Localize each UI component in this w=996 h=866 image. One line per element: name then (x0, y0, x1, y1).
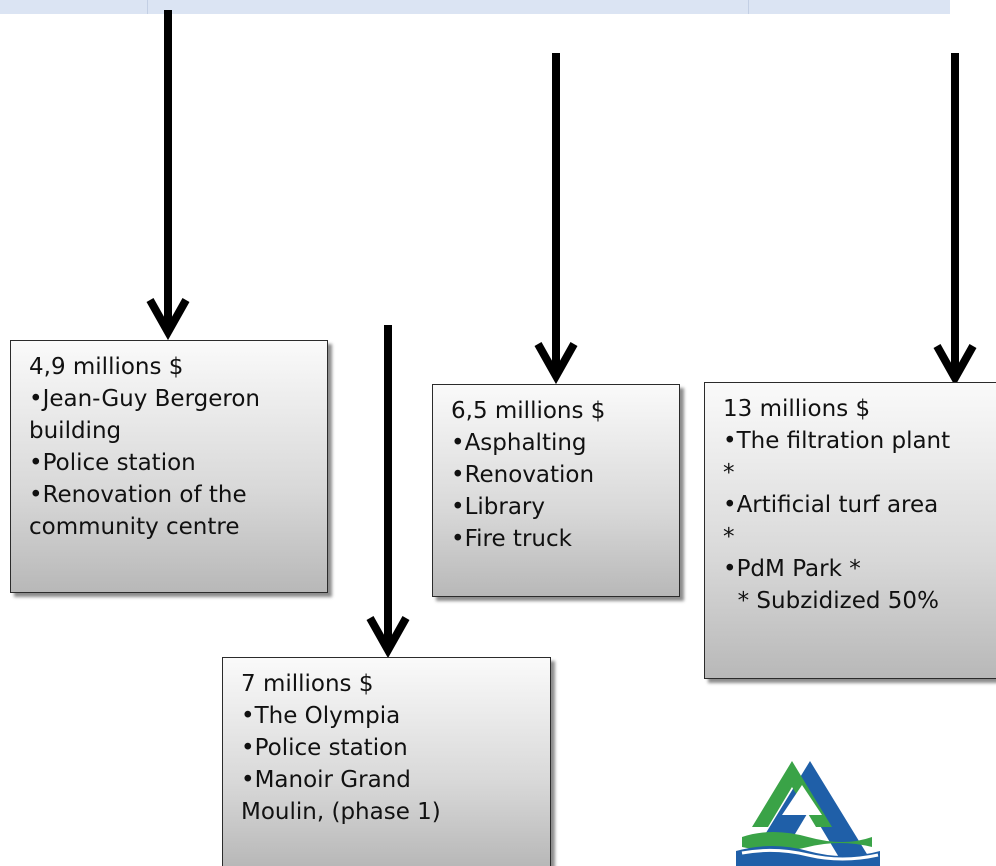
header-divider (748, 0, 749, 14)
down-arrow-icon (146, 10, 190, 341)
municipal-logo-icon (736, 761, 880, 866)
funding-box-6-5-millions: 6,5 millions $ •Asphalting •Renovation •… (432, 384, 680, 597)
box-item: •The filtration plant (723, 428, 951, 454)
box-item: •The Olympia (241, 703, 401, 729)
box-item: * Subzidized 50% (723, 588, 939, 614)
box-item: Moulin, (phase 1) (241, 799, 441, 825)
box-item: •Library (451, 494, 545, 520)
top-header-band (0, 0, 950, 14)
box-item: * (723, 524, 735, 550)
box-item: •Renovation of the (29, 482, 247, 508)
down-arrow-icon (933, 53, 977, 387)
box-item: * (723, 460, 735, 486)
box-item: •PdM Park * (723, 556, 861, 582)
box-item: community centre (29, 514, 240, 540)
header-divider (147, 0, 148, 14)
box-item: building (29, 418, 122, 444)
funding-box-4-9-millions: 4,9 millions $ •Jean-Guy Bergeron buildi… (10, 340, 328, 593)
box-item: •Fire truck (451, 526, 572, 552)
funding-box-13-millions: 13 millions $ •The filtration plant * •A… (704, 382, 996, 679)
box-item: •Police station (29, 450, 196, 476)
box-item: •Jean-Guy Bergeron (29, 386, 260, 412)
box-amount: 4,9 millions $ (29, 354, 184, 380)
box-item: •Artificial turf area (723, 492, 939, 518)
box-amount: 7 millions $ (241, 671, 374, 697)
box-amount: 13 millions $ (723, 396, 871, 422)
box-item: •Asphalting (451, 430, 587, 456)
box-item: •Police station (241, 735, 408, 761)
down-arrow-icon (534, 53, 578, 385)
box-item: •Manoir Grand (241, 767, 411, 793)
funding-box-7-millions: 7 millions $ •The Olympia •Police statio… (222, 657, 551, 866)
down-arrow-icon (366, 325, 410, 659)
box-amount: 6,5 millions $ (451, 398, 606, 424)
box-item: •Renovation (451, 462, 595, 488)
